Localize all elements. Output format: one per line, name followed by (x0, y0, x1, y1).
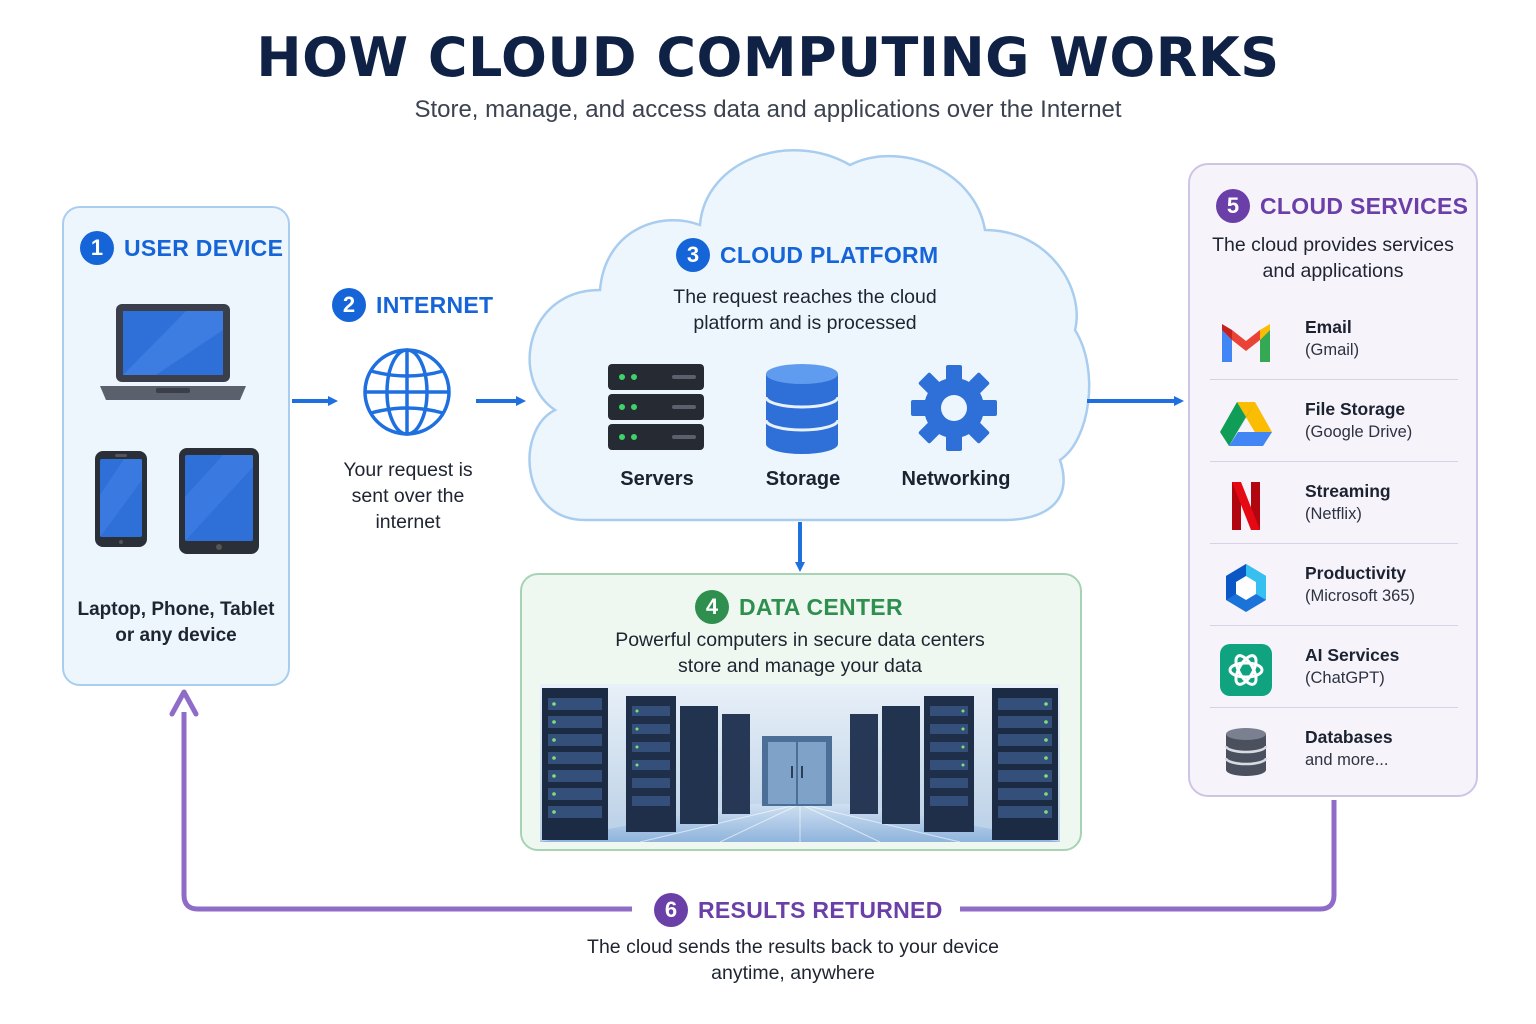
data-center-illustration (540, 684, 1060, 842)
page-title: HOW CLOUD COMPUTING WORKS (256, 26, 1280, 89)
cloud-services-description: The cloud provides services and applicat… (1212, 234, 1454, 282)
gmail-icon (1222, 324, 1270, 362)
chatgpt-icon (1220, 644, 1272, 696)
cloud-platform-header: 3 CLOUD PLATFORM (676, 238, 938, 272)
microsoft-365-icon (1226, 564, 1266, 612)
internet-header: 2 INTERNET (332, 288, 493, 322)
cloud-services-header: 5 CLOUD SERVICES (1216, 189, 1468, 223)
step-badge: 4 (695, 590, 729, 624)
page-subtitle: Store, manage, and access data and appli… (414, 96, 1122, 123)
service-item-databases: Databases and more... (1210, 710, 1458, 790)
step-title: USER DEVICE (124, 234, 284, 261)
google-drive-icon (1220, 402, 1272, 446)
step-badge: 6 (654, 893, 688, 927)
results-returned-header: 6 RESULTS RETURNED (654, 893, 943, 927)
cloud-platform-description: The request reaches the cloud platform a… (673, 286, 937, 334)
return-arrowhead (169, 689, 199, 717)
step-title: DATA CENTER (739, 593, 903, 620)
component-label-networking: Networking (901, 468, 1011, 490)
user-device-caption: Laptop, Phone, Tablet or any device (77, 599, 275, 646)
service-item-streaming: Streaming (Netflix) (1210, 464, 1458, 544)
globe-icon (363, 348, 451, 436)
service-item-email: Email (Gmail) (1210, 300, 1458, 380)
service-item-ai-services: AI Services (ChatGPT) (1210, 628, 1458, 708)
component-label-servers: Servers (620, 468, 694, 490)
internet-description: Your request is sent over the internet (343, 459, 473, 533)
gear-icon (911, 365, 997, 451)
results-returned-description: The cloud sends the results back to your… (587, 936, 999, 984)
user-device-panel (62, 206, 290, 686)
server-icon (608, 364, 704, 450)
step-title: CLOUD PLATFORM (720, 241, 939, 268)
netflix-icon (1232, 482, 1260, 530)
step-title: INTERNET (376, 291, 494, 318)
return-path-left (181, 712, 632, 912)
step-title: RESULTS RETURNED (698, 896, 943, 923)
step-badge: 5 (1216, 189, 1250, 223)
database-icon (1224, 728, 1268, 776)
return-path-right (960, 800, 1337, 912)
component-label-storage: Storage (765, 468, 841, 490)
data-center-header: 4 DATA CENTER (695, 590, 903, 624)
service-item-file-storage: File Storage (Google Drive) (1210, 382, 1458, 462)
phone-icon (95, 451, 147, 547)
step-badge: 3 (676, 238, 710, 272)
storage-icon (764, 364, 840, 454)
tablet-icon (179, 448, 259, 554)
service-item-productivity: Productivity (Microsoft 365) (1210, 546, 1458, 626)
step-title: CLOUD SERVICES (1260, 192, 1469, 219)
step-badge: 1 (80, 231, 114, 265)
user-device-header: 1 USER DEVICE (80, 231, 283, 265)
data-center-description: Powerful computers in secure data center… (615, 629, 985, 677)
laptop-icon (100, 304, 246, 400)
step-badge: 2 (332, 288, 366, 322)
